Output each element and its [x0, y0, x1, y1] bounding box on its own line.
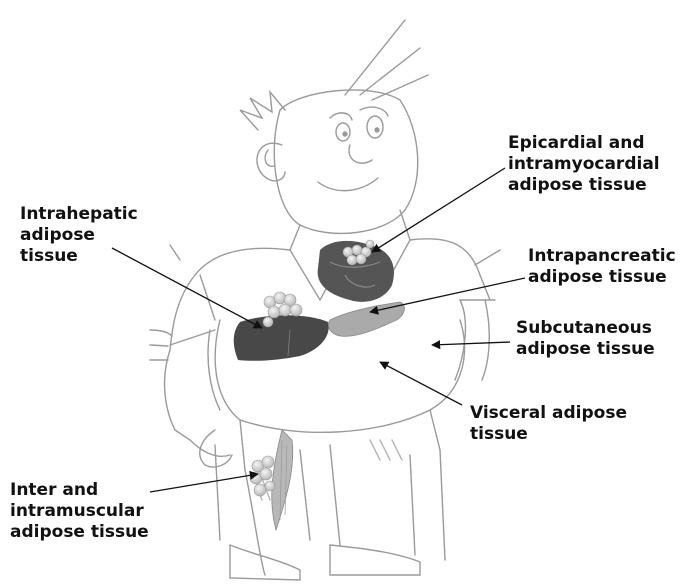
label-intramuscular-line3: adipose tissue — [10, 522, 149, 543]
label-intramuscular-line1: Inter and — [10, 480, 149, 501]
muscle-with-fat — [250, 430, 293, 530]
label-intramuscular: Inter and intramuscular adipose tissue — [10, 480, 149, 543]
heart-with-fat — [318, 240, 394, 302]
label-intrapancreatic: Intrapancreatic adipose tissue — [528, 246, 676, 288]
label-subcutaneous: Subcutaneous adipose tissue — [516, 318, 655, 360]
label-visceral: Visceral adipose tissue — [470, 403, 627, 445]
label-intrahepatic-line3: tissue — [20, 246, 138, 267]
label-intrahepatic: Intrahepatic adipose tissue — [20, 204, 138, 267]
label-epicardial-line2: intramyocardial — [508, 154, 660, 175]
label-intrapancreatic-line2: adipose tissue — [528, 267, 676, 288]
man-sketch — [150, 20, 500, 580]
arrow-visceral — [380, 362, 462, 405]
label-subcutaneous-line1: Subcutaneous — [516, 318, 655, 339]
label-intrahepatic-line1: Intrahepatic — [20, 204, 138, 225]
arrow-intrapancreatic — [370, 278, 525, 312]
label-visceral-line1: Visceral adipose — [470, 403, 627, 424]
label-intrahepatic-line2: adipose — [20, 225, 138, 246]
label-subcutaneous-line2: adipose tissue — [516, 339, 655, 360]
label-visceral-line2: tissue — [470, 424, 627, 445]
arrow-subcutaneous — [432, 342, 510, 345]
label-epicardial-line3: adipose tissue — [508, 175, 660, 196]
label-epicardial: Epicardial and intramyocardial adipose t… — [508, 133, 660, 196]
arrow-intramuscular — [150, 474, 258, 492]
label-intrapancreatic-line1: Intrapancreatic — [528, 246, 676, 267]
liver-with-fat — [234, 292, 329, 361]
label-epicardial-line1: Epicardial and — [508, 133, 660, 154]
label-intramuscular-line2: intramuscular — [10, 501, 149, 522]
